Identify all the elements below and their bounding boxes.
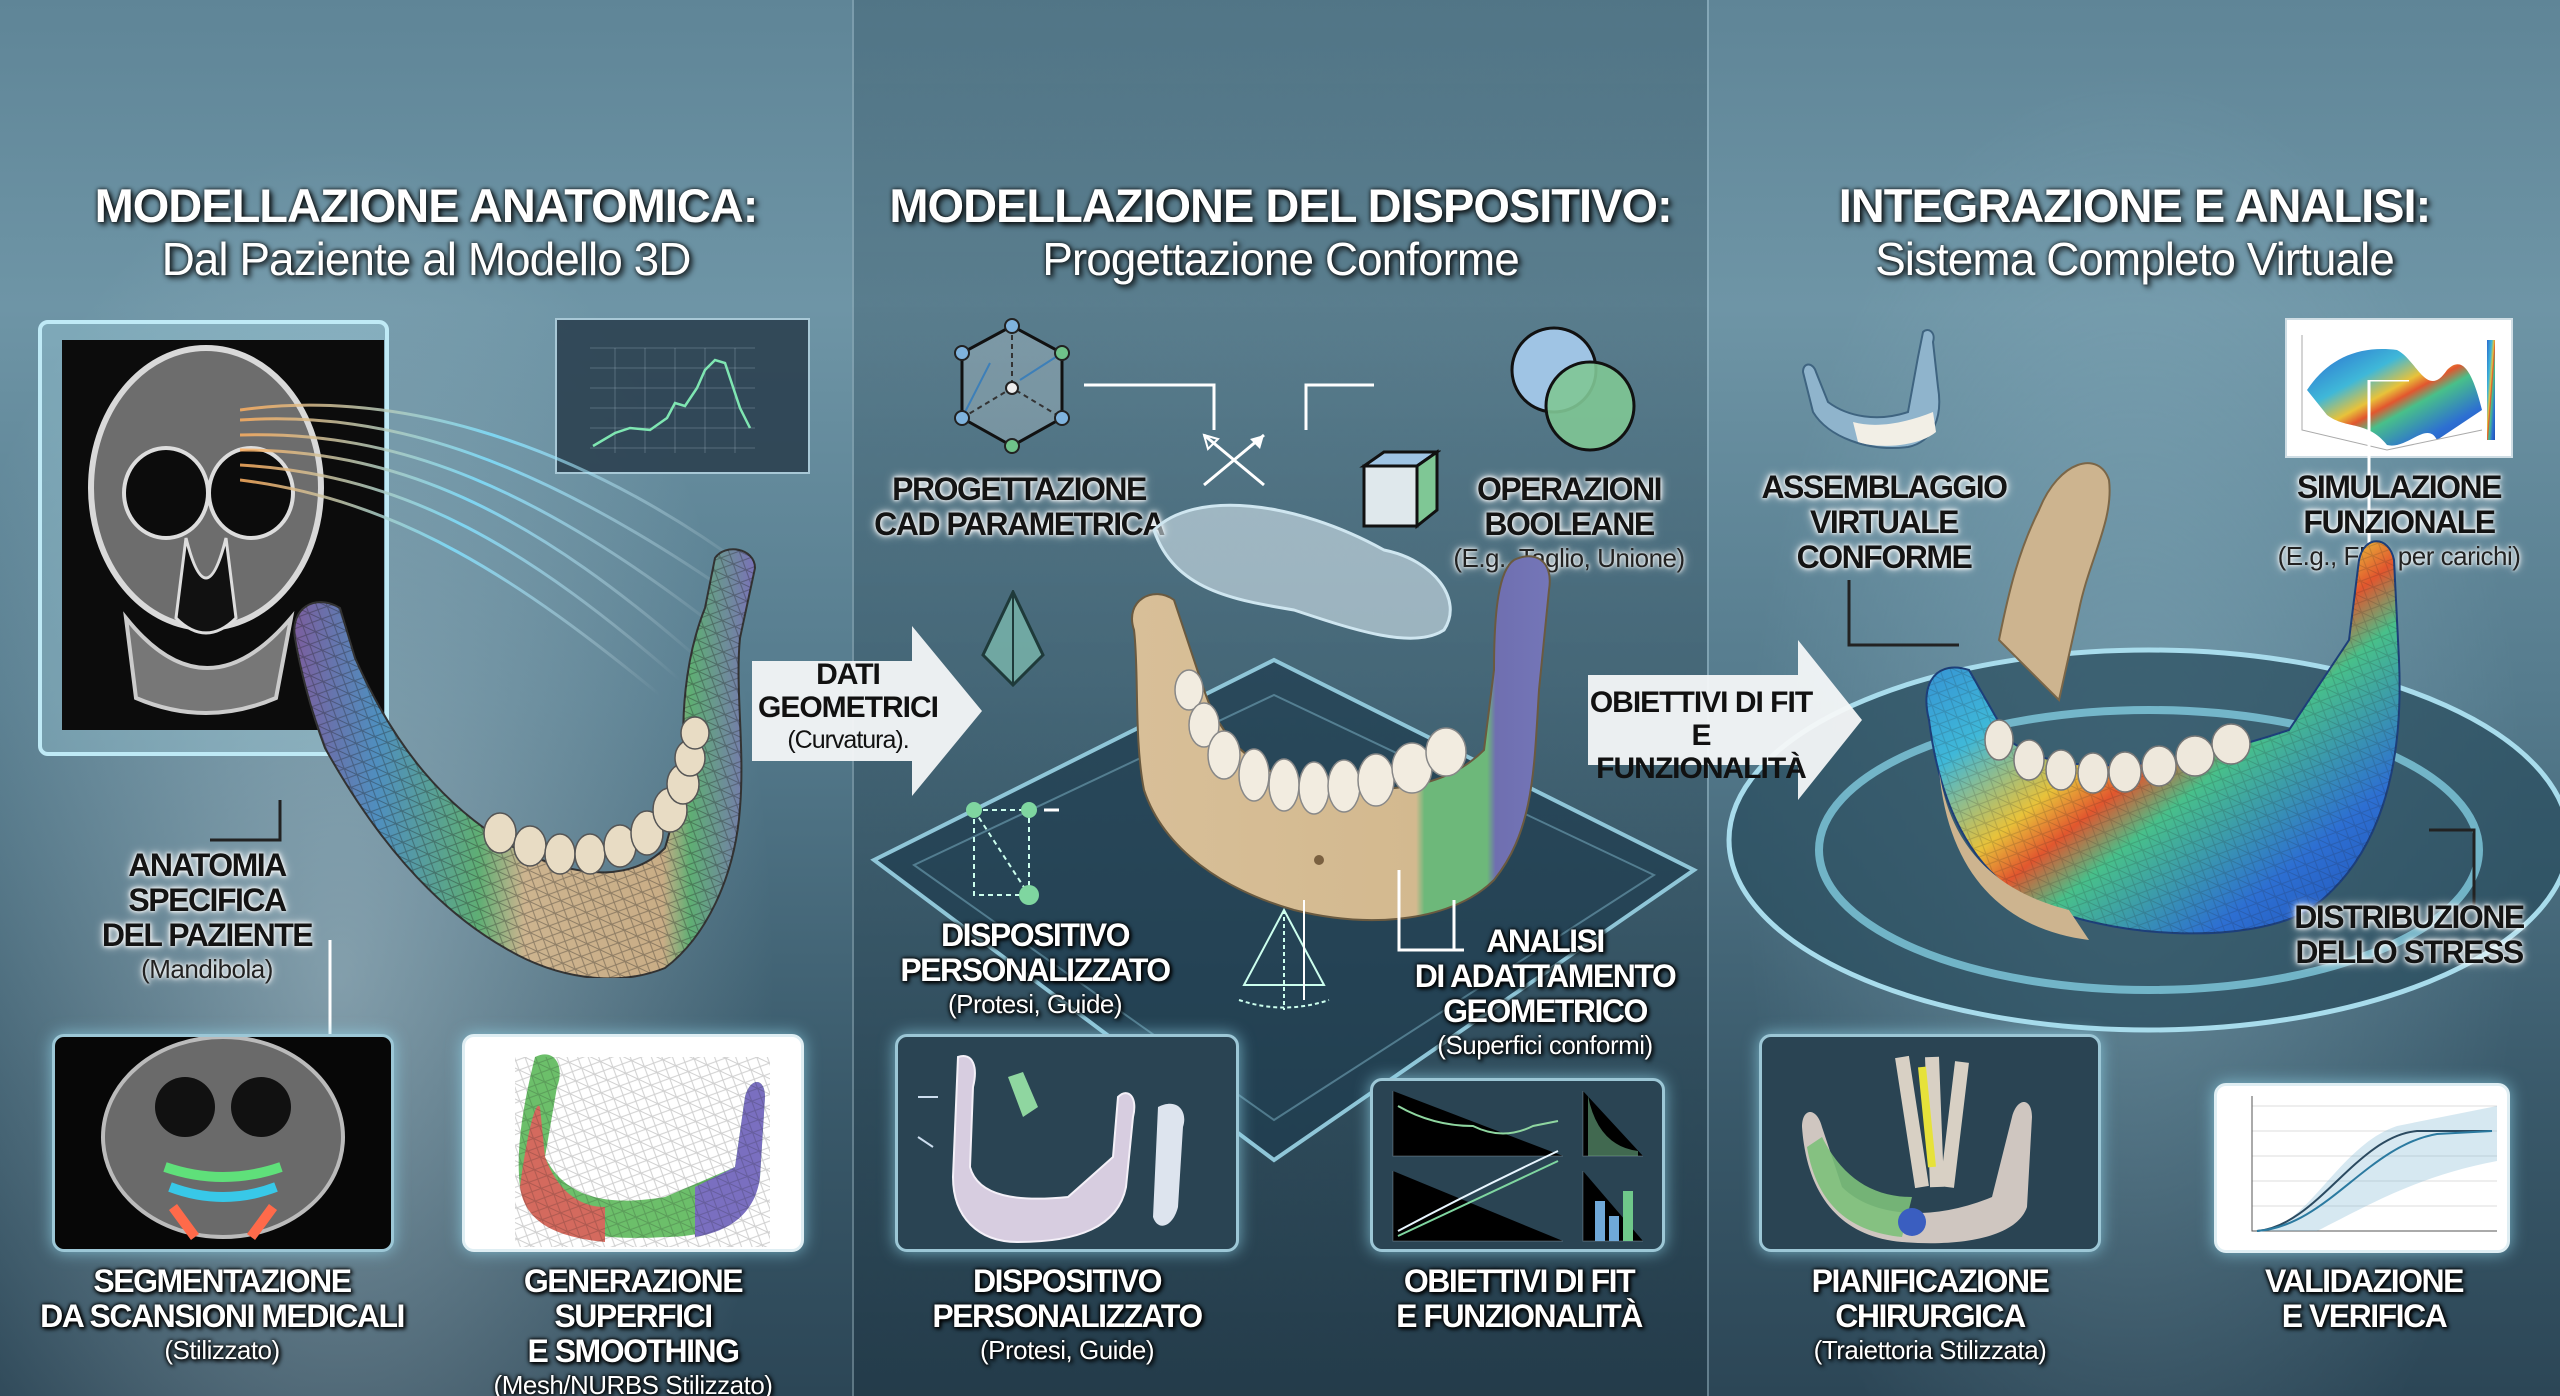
thumbnail-label-custom-device: DISPOSITIVO PERSONALIZZATO (Protesi, Gui…: [902, 1264, 1232, 1366]
connector-line: [1397, 870, 1464, 952]
callout-parametric-cad: PROGETTAZIONE CAD PARAMETRICA: [854, 472, 1184, 542]
callout-boolean-operations: OPERAZIONI BOOLEANE (E.g., Taglio, Union…: [1414, 472, 1724, 574]
flow-arrow-geometric-data: DATI GEOMETRICI (Curvatura).: [752, 626, 984, 796]
callout-line: DI ADATTAMENTO: [1414, 958, 1677, 994]
boolean-venn-icon: [1502, 322, 1642, 457]
mandible-with-device: [1094, 490, 1574, 940]
label-note: (Stilizzato): [164, 1335, 280, 1365]
label-line: E SMOOTHING: [527, 1333, 740, 1369]
thumbnail-validation-chart: [2214, 1083, 2510, 1253]
label-line: PIANIFICAZIONE: [1811, 1263, 2050, 1299]
label-line: OBIETTIVI DI FIT: [1403, 1263, 1636, 1299]
callout-line: PERSONALIZZATO: [900, 952, 1171, 988]
callout-geometric-fit-analysis: ANALISI DI ADATTAMENTO GEOMETRICO (Super…: [1385, 924, 1705, 1061]
triangle-geometry-icon: [1238, 900, 1456, 1010]
panel-title: MODELLAZIONE ANATOMICA:: [94, 179, 759, 232]
label-line: DA SCANSIONI MEDICALI: [40, 1298, 405, 1334]
callout-line: BOOLEANE: [1484, 506, 1655, 542]
thumbnail-label-validation: VALIDAZIONE E VERIFICA: [2219, 1264, 2509, 1334]
stress-surface-plot: [2285, 318, 2513, 458]
callout-note: (Protesi, Guide): [947, 989, 1123, 1019]
pyramid-icon: [978, 590, 1048, 690]
panel-title: INTEGRAZIONE E ANALISI:: [1838, 179, 2432, 232]
arrow-note: (Curvatura).: [787, 726, 909, 754]
label-line: DISPOSITIVO: [973, 1263, 1162, 1299]
assembly-jaw-icon: [1798, 327, 1948, 452]
callout-note: (Mandibola): [141, 954, 273, 984]
data-flow-streaks: [240, 403, 751, 697]
callout-line: DEL PAZIENTE: [101, 917, 314, 953]
callout-stress-distribution: DISTRIBUZIONE DELLO STRESS: [2259, 900, 2559, 970]
callout-note: (Superfici conformi): [1437, 1030, 1653, 1060]
label-line: SEGMENTAZIONE: [93, 1263, 352, 1299]
thumbnail-label-segmentation: SEGMENTAZIONE DA SCANSIONI MEDICALI (Sti…: [32, 1264, 412, 1366]
cube-icon: [1359, 448, 1441, 530]
callout-functional-simulation: SIMULAZIONE FUNZIONALE (E.g., FEA per ca…: [2249, 470, 2549, 572]
panel-integration-analysis: INTEGRAZIONE E ANALISI: Sistema Completo…: [1707, 0, 2560, 1396]
thumbnail-custom-device: [895, 1034, 1239, 1252]
label-line: E FUNZIONALITÀ: [1396, 1298, 1643, 1334]
parametric-cad-icon: [950, 318, 1075, 458]
thumbnail-label-surface-generation: GENERAZIONE SUPERFICI E SMOOTHING (Mesh/…: [448, 1264, 818, 1396]
label-line: VALIDAZIONE: [2264, 1263, 2465, 1299]
panel-subtitle: Progettazione Conforme: [1042, 233, 1520, 285]
label-line: PERSONALIZZATO: [932, 1298, 1203, 1334]
panel-anatomical-modeling: MODELLAZIONE ANATOMICA: Dal Paziente al …: [0, 0, 852, 1396]
thumbnail-surgical-planning: [1759, 1034, 2101, 1252]
thumbnail-fit-objectives: [1370, 1078, 1665, 1252]
arrow-line: GEOMETRICI: [757, 691, 939, 724]
label-note: (Protesi, Guide): [979, 1335, 1155, 1365]
callout-line: GEOMETRICO: [1443, 993, 1648, 1029]
geometric-graph-panel: [555, 318, 810, 474]
callout-virtual-assembly: ASSEMBLAGGIO VIRTUALE CONFORME: [1739, 470, 2029, 575]
arrow-line: DATI: [816, 658, 881, 691]
arrow-line: E FUNZIONALITÀ: [1596, 719, 1807, 785]
flow-arrow-label: OBIETTIVI DI FIT E FUNZIONALITÀ: [1588, 686, 1814, 785]
label-line: E VERIFICA: [2281, 1298, 2448, 1334]
thumbnail-surface-generation: [462, 1034, 804, 1252]
label-line: CHIRURGICA: [1835, 1298, 2026, 1334]
callout-line: PROGETTAZIONE: [892, 471, 1147, 507]
panel-subtitle: Sistema Completo Virtuale: [1875, 233, 2395, 285]
callout-line: DELLO STRESS: [2295, 934, 2524, 970]
callout-line: VIRTUALE: [1810, 504, 1960, 540]
thumbnail-label-fit-objectives: OBIETTIVI DI FIT E FUNZIONALITÀ: [1354, 1264, 1684, 1334]
label-note: (Traiettoria Stilizzata): [1813, 1335, 2047, 1365]
callout-line: SPECIFICA: [128, 882, 287, 918]
callout-line: ASSEMBLAGGIO: [1761, 469, 2008, 505]
callout-line: CAD PARAMETRICA: [874, 506, 1165, 542]
callout-note: (E.g., Taglio, Unione): [1453, 543, 1685, 573]
mandible-mesh-model: [285, 548, 785, 978]
thumbnail-segmentation: [52, 1034, 394, 1252]
callout-patient-anatomy: ANATOMIA SPECIFICA DEL PAZIENTE (Mandibo…: [57, 848, 357, 985]
mandible-fea-stress-model: [1909, 440, 2469, 960]
connector-line: [2429, 828, 2476, 905]
flow-arrow-fit-objectives: OBIETTIVI DI FIT E FUNZIONALITÀ: [1588, 640, 1864, 800]
panel-subtitle: Dal Paziente al Modello 3D: [161, 233, 692, 285]
panel-title: MODELLAZIONE DEL DISPOSITIVO:: [889, 179, 1672, 232]
callout-note: (E.g., FEA per carichi): [2277, 541, 2521, 571]
callout-line: DISPOSITIVO: [941, 917, 1130, 953]
callout-line: SIMULAZIONE: [2297, 469, 2502, 505]
callout-line: CONFORME: [1796, 539, 1973, 575]
callout-line: OPERAZIONI: [1476, 471, 1663, 507]
callout-line: ANALISI: [1486, 923, 1605, 959]
callout-line: ANATOMIA: [128, 847, 287, 883]
panel-device-modeling: MODELLAZIONE DEL DISPOSITIVO: Progettazi…: [852, 0, 1707, 1396]
flow-arrow-label: DATI GEOMETRICI (Curvatura).: [752, 658, 944, 757]
callout-custom-device: DISPOSITIVO PERSONALIZZATO (Protesi, Gui…: [880, 918, 1190, 1020]
callout-line: DISTRIBUZIONE: [2294, 899, 2525, 935]
arrow-line: OBIETTIVI DI FIT: [1589, 686, 1813, 719]
callout-line: FUNZIONALE: [2303, 504, 2496, 540]
node-diagram-icon: [964, 800, 1064, 910]
label-line: GENERAZIONE SUPERFICI: [523, 1263, 744, 1334]
label-note: (Mesh/NURBS Stilizzato): [493, 1370, 773, 1396]
connector-arrows: [1084, 383, 1374, 487]
thumbnail-label-surgical-planning: PIANIFICAZIONE CHIRURGICA (Traiettoria S…: [1765, 1264, 2095, 1366]
